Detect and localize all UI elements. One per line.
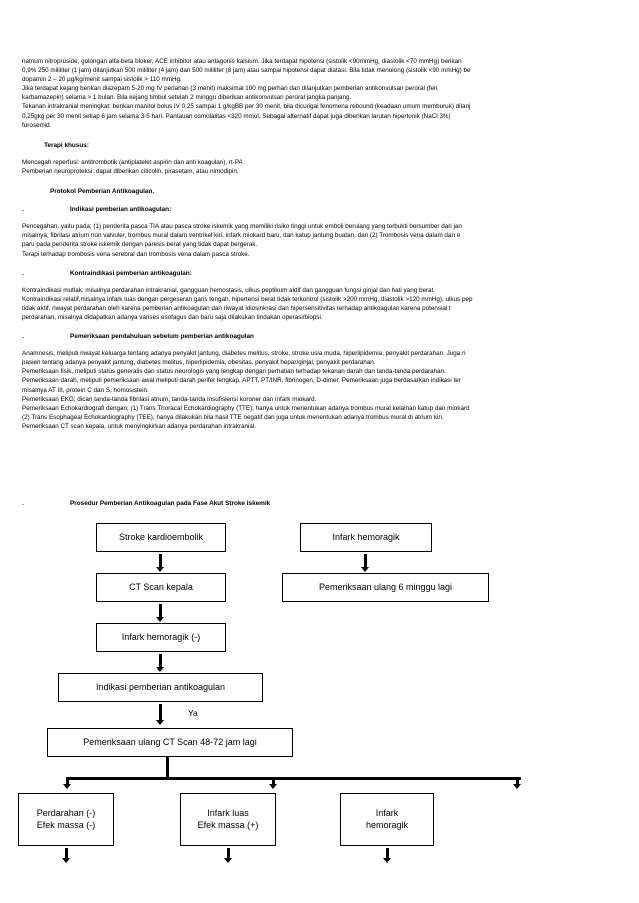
arrow-down-icon [156,704,165,726]
paragraph-terapi-khusus: Mencegah reperfusi: antitrombotik (antip… [0,158,639,176]
node-infark-hemoragik-negatif[interactable]: Infark hemoragik (-) [96,623,226,652]
node-infark-hemoragik-top[interactable]: Infark hemoragik [300,523,432,552]
text-line: Anamnesis, meliputi riwayat keluarga ten… [22,350,466,358]
paragraph-tekanan-intrakranial: Tekanan intrakranial meningkat: berikan … [0,102,639,129]
text-line: Pemeriksaan EKG; dicari tanda-tanda fibr… [22,395,317,403]
node-stroke-kardioembolik[interactable]: Stroke kardioembolik [96,523,226,552]
document-text-area: natrium nitropruside, golongan alfa-beta… [0,0,639,431]
arrow-down-icon [156,654,165,672]
node-indikasi-pemberian-antikoagulan[interactable]: Indikasi pemberian antikoagulan [58,673,263,702]
text-line: furosemid. [22,121,52,129]
paragraph-kejang: Jika terdapat kejang berikan diazepam 5-… [0,84,639,102]
arrow-down-icon [383,848,392,864]
text-line: misalnya AT III, protein C dan S, homosi… [22,386,149,394]
edge-label-ya: Ya [188,708,198,718]
text-line: 0,25gkg per 30 menit setiap 6 jam selama… [22,112,451,120]
heading-terapi-khusus: Terapi khusus: [44,141,89,149]
bullet-marker: . [22,333,24,341]
node-pemeriksaan-ulang-ct-scan[interactable]: Pemeriksaan ulang CT Scan 48-72 jam lagi [47,728,293,757]
text-line: Mencegah reperfusi: antitrombotik (antip… [22,158,243,166]
arrow-down-icon [156,554,165,572]
connector-horizontal-bus [67,777,521,780]
flowchart-prosedur-antikoagulan: . Prosedur Pemberian Antikoagulan pada F… [0,495,639,903]
arrow-down-icon [361,554,370,572]
subsection-title: Kontraindikasi pemberian antikoagulan: [70,269,192,277]
node-infark-luas[interactable]: Infark luas Efek massa (+) [180,793,276,846]
text-line: (2) Trans Esophageal Echokardiography (T… [22,413,444,421]
flowchart-title: . Prosedur Pemberian Antikoagulan pada F… [22,500,270,507]
arrow-down-icon [513,777,522,791]
subsection-heading-pemeriksaan-pendahuluan: . Pemeriksaan pendahuluan sebelum pember… [0,332,639,341]
text-line: Pemeriksaan CT scan kepala, untuk menyin… [22,422,257,430]
bullet-marker: . [22,269,24,277]
paragraph-hipotensi: natrium nitropruside, golongan alfa-beta… [0,57,639,84]
text-line: natrium nitropruside, golongan alfa-beta… [22,58,462,65]
arrow-down-icon [269,777,278,791]
text-line: dopamin 2 – 20 µg/kg/menit sampai sistol… [22,76,182,84]
text-line: Pemeriksaan darah, meliputi pemeriksaan … [22,377,461,385]
bullet-marker: . [22,206,24,214]
text-line: misalnya; fibrilasi atrium non valvuler,… [22,232,461,240]
bullet-marker: . [22,500,24,507]
node-pemeriksaan-ulang-6-minggu[interactable]: Pemeriksaan ulang 6 minggu lagi [282,573,489,602]
paragraph-indikasi: Pencegahan, yaitu pada; (1) penderita pa… [0,222,639,258]
text-line: Pemeriksaan fisik, meliputi status gener… [22,368,446,376]
arrow-down-icon [156,604,165,622]
text-line: karbamazepin) selama > 1 bulan. Bila kej… [22,94,352,102]
flowchart-title-text: Prosedur Pemberian Antikoagulan pada Fas… [70,500,271,507]
text-line: Pemeriksaan Echokardiografi dengan; (1) … [22,404,470,412]
subsection-heading-kontraindikasi: . Kontraindikasi pemberian antikoagulan: [0,269,639,278]
arrow-down-icon [62,848,71,864]
connector-stem-vertical [166,757,169,777]
text-line: Tekanan intrakranial meningkat: berikan … [22,103,471,111]
text-line: pasien tentang adanya penyakit jantung, … [22,359,376,367]
text-line: Pemberian neuroproteksi: dapat diberikan… [22,167,239,175]
subsection-heading-indikasi: . Indikasi pemberian antikoagulan: [0,205,639,214]
text-line: Pencegahan, yaitu pada; (1) penderita pa… [22,223,462,231]
text-line: tidak aktif, riwayat perdarahan oleh kar… [22,304,451,312]
text-line: paru pada penderita stroke iskemik denga… [22,241,258,249]
heading-protokol-pemberian-antikoagulan: Protokol Pemberian Antikoagulan. [50,188,155,196]
node-infark-hemoragik-bottom[interactable]: Infark hemoragik [340,793,434,846]
text-line: Kontraindikasi relatif,misalnya infark l… [22,295,473,303]
text-line: perdarahan, misalnya didapatkan adanya v… [22,313,323,321]
text-line: 0,9% 250 mililiter (1 jam) dilanjutkan 5… [22,67,471,75]
paragraph-kontraindikasi: Kontraindikasi mutlak, misalnya perdarah… [0,286,639,322]
text-line: Kontraindikasi mutlak, misalnya perdarah… [22,286,436,294]
node-ct-scan-kepala[interactable]: CT Scan kepala [96,573,226,602]
subsection-title: Pemeriksaan pendahuluan sebelum pemberia… [70,333,254,341]
arrow-down-icon [63,777,72,791]
paragraph-pemeriksaan-pendahuluan: Anamnesis, meliputi riwayat keluarga ten… [0,349,639,431]
text-line: Jika terdapat kejang berikan diazepam 5-… [22,85,438,93]
subsection-title: Indikasi pemberian antikoagulan: [70,206,172,214]
arrow-down-icon [224,848,233,864]
node-perdarahan-negatif[interactable]: Perdarahan (-) Efek massa (-) [18,793,114,846]
text-line: Terapi terhadap trombosis vena serebral … [22,250,250,258]
